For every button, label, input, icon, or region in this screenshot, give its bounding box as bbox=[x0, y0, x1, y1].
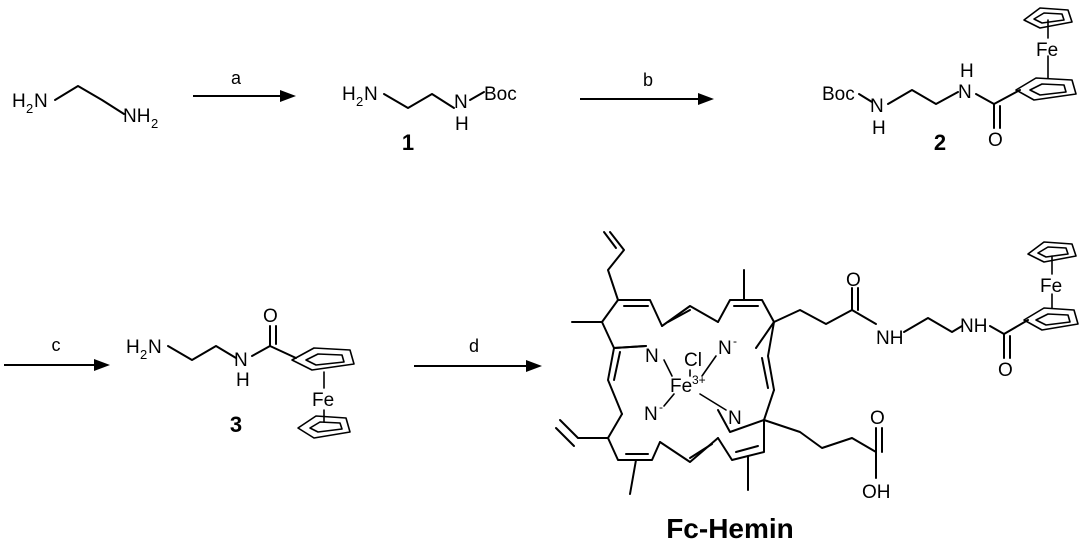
svg-text:H: H bbox=[455, 114, 469, 135]
compound-label-2: 2 bbox=[934, 130, 946, 155]
svg-text:N: N bbox=[454, 92, 468, 113]
step-label-b: b bbox=[643, 70, 653, 90]
svg-text:Boc: Boc bbox=[484, 84, 517, 105]
pyrrole-ring bbox=[717, 389, 775, 461]
svg-text:N: N bbox=[234, 350, 248, 371]
arrow-step-d: d bbox=[414, 336, 542, 372]
svg-text:O: O bbox=[998, 360, 1013, 381]
atom-n: N bbox=[645, 346, 659, 367]
bond bbox=[858, 93, 873, 103]
vinyl-group bbox=[607, 231, 625, 301]
compound-3: H 2 N N H O Fe 3 bbox=[126, 306, 355, 439]
methyl-group bbox=[629, 459, 637, 495]
atom-fe: Fe bbox=[312, 390, 334, 411]
cyclopentadienyl-ring bbox=[1023, 307, 1079, 331]
svg-text:H: H bbox=[342, 84, 356, 105]
arrow-step-a: a bbox=[193, 68, 296, 102]
arrow-step-b: b bbox=[580, 70, 714, 105]
svg-text:OH: OH bbox=[862, 482, 891, 503]
meso-bridge bbox=[659, 437, 719, 463]
svg-text:NH: NH bbox=[960, 316, 987, 337]
svg-text:N: N bbox=[148, 337, 162, 358]
propionic-acid-chain bbox=[763, 419, 877, 453]
cyclopentadienyl-ring bbox=[1027, 241, 1077, 263]
svg-text:N: N bbox=[870, 96, 884, 117]
bond bbox=[269, 345, 297, 359]
svg-text:2: 2 bbox=[151, 116, 158, 131]
svg-text:-: - bbox=[733, 334, 737, 348]
svg-text:Boc: Boc bbox=[822, 84, 855, 105]
bond bbox=[383, 93, 455, 109]
svg-text:2: 2 bbox=[26, 101, 33, 116]
cyclopentadienyl-ring bbox=[1015, 77, 1077, 101]
atom-fe: Fe bbox=[1040, 276, 1062, 297]
cyclopentadienyl-ring bbox=[1023, 7, 1073, 29]
svg-text:H: H bbox=[126, 337, 140, 358]
vinyl-group bbox=[559, 419, 609, 439]
atom-n: N bbox=[728, 408, 742, 429]
svg-text:2: 2 bbox=[140, 347, 147, 362]
meso-bridge bbox=[661, 305, 719, 327]
svg-text:H: H bbox=[872, 118, 886, 139]
svg-text:O: O bbox=[846, 270, 861, 291]
compound-label-1: 1 bbox=[402, 130, 414, 155]
step-label-d: d bbox=[469, 336, 479, 356]
bond bbox=[167, 345, 237, 361]
svg-text:2: 2 bbox=[356, 94, 363, 109]
compound-1: H 2 N N H Boc 1 bbox=[342, 84, 517, 155]
svg-text:NH: NH bbox=[876, 328, 903, 349]
pyrrole-ring bbox=[601, 299, 663, 349]
bond bbox=[251, 345, 271, 357]
atom-cl: Cl bbox=[684, 350, 702, 371]
atom-n-minus: N bbox=[718, 338, 732, 359]
fc-hemin: O NH NH O Fe O bbox=[555, 231, 1079, 544]
atom-h2n: H bbox=[12, 91, 26, 112]
bond bbox=[993, 89, 1021, 105]
bond bbox=[975, 93, 995, 105]
svg-text:O: O bbox=[263, 306, 278, 327]
meso-bridge bbox=[607, 347, 623, 415]
arrow-step-c: c bbox=[4, 335, 110, 371]
svg-text:N: N bbox=[364, 84, 378, 105]
cyclopentadienyl-ring bbox=[297, 415, 351, 439]
atom-fe: Fe bbox=[1036, 40, 1058, 61]
svg-text:3+: 3+ bbox=[692, 373, 706, 387]
pyrrole-ring bbox=[607, 413, 661, 461]
compound-2: Boc N H N H O Fe 2 bbox=[822, 7, 1077, 155]
compound-label-fc-hemin: Fc-Hemin bbox=[666, 513, 794, 544]
svg-text:N: N bbox=[958, 82, 972, 103]
bond bbox=[887, 89, 959, 105]
step-label-c: c bbox=[52, 335, 61, 355]
svg-text:O: O bbox=[870, 408, 885, 429]
bond bbox=[469, 91, 485, 101]
atom-n-minus: N bbox=[644, 404, 658, 425]
step-label-a: a bbox=[231, 68, 242, 88]
compound-label-3: 3 bbox=[230, 412, 242, 437]
svg-text:H: H bbox=[236, 370, 250, 391]
atom-nh2: NH bbox=[123, 106, 150, 127]
svg-text:-: - bbox=[659, 400, 663, 414]
meso-bridge bbox=[767, 321, 775, 391]
atom-fe-center: Fe bbox=[670, 376, 692, 397]
propionyl-chain bbox=[773, 309, 853, 325]
svg-text:O: O bbox=[988, 130, 1003, 151]
svg-text:H: H bbox=[960, 61, 974, 82]
bond bbox=[54, 85, 125, 115]
ethylenediamine: H 2 N NH 2 bbox=[12, 85, 158, 131]
pyrrole-ring bbox=[717, 299, 775, 349]
cyclopentadienyl-ring bbox=[291, 347, 355, 371]
svg-text:N: N bbox=[34, 91, 48, 112]
